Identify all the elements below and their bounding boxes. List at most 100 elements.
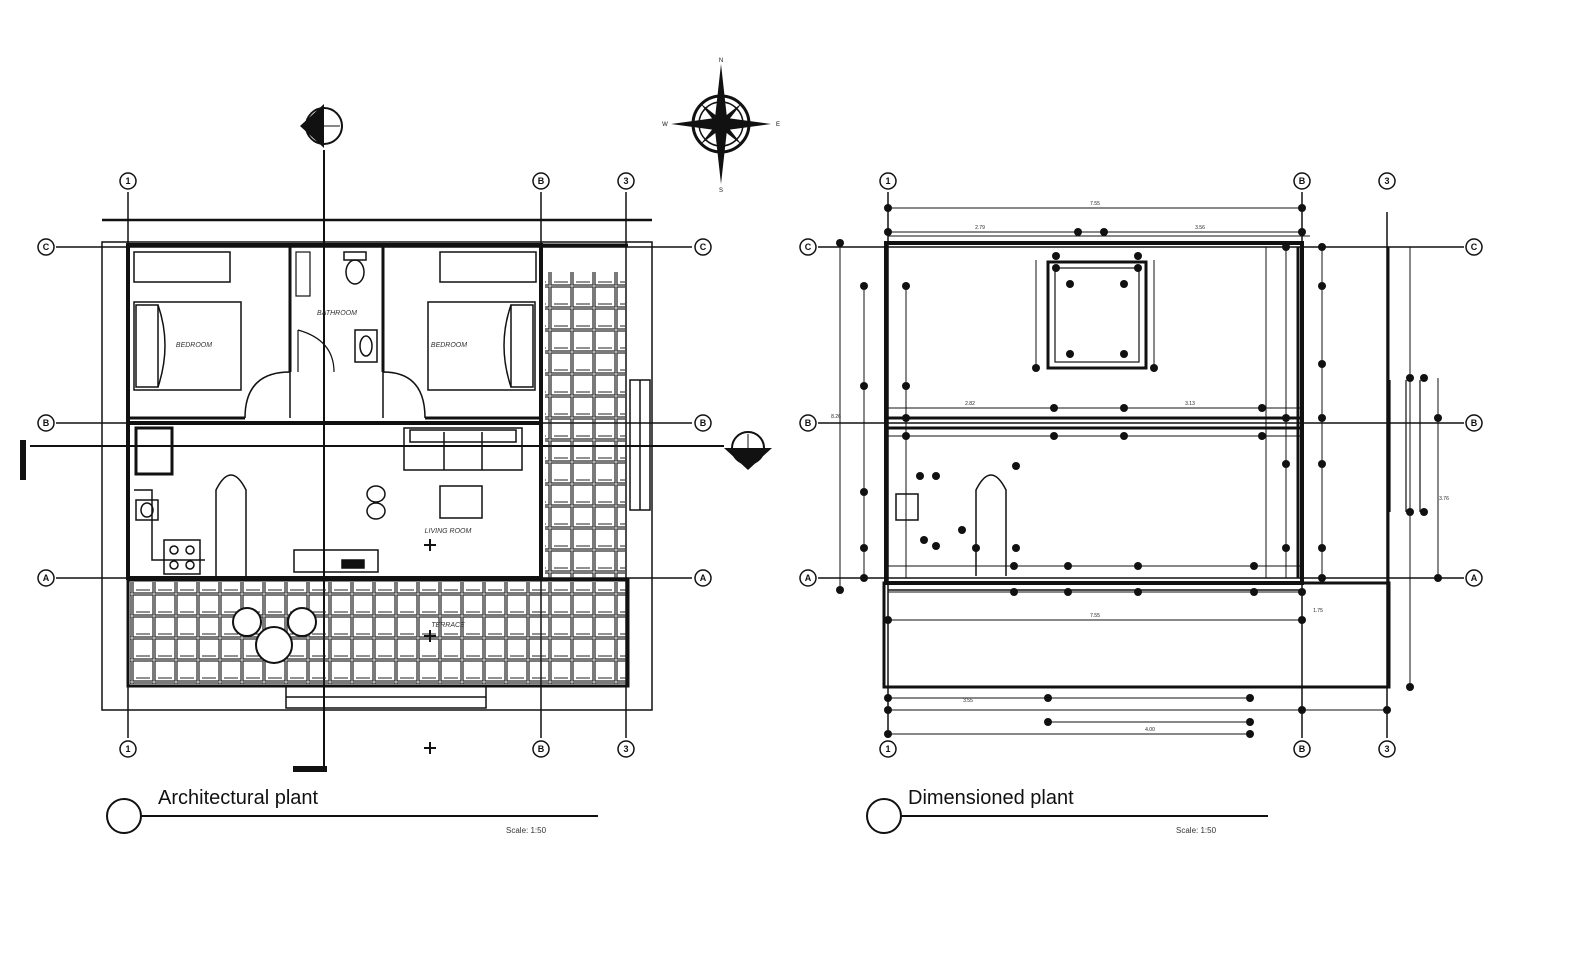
svg-text:3: 3: [623, 176, 628, 186]
dimension-lines: [839, 207, 1439, 735]
svg-text:A: A: [1471, 573, 1478, 583]
grid-bubble-row-b: B: [694, 414, 712, 432]
side-terrace-tiles: [545, 272, 625, 578]
grid-bubble-row-a: A: [1465, 569, 1483, 587]
grid-lines: [818, 192, 1464, 738]
bedroom-door-right-icon: [382, 371, 426, 419]
grid-bubble-row-c: C: [37, 238, 55, 256]
svg-text:A: A: [700, 573, 707, 583]
svg-text:3: 3: [623, 744, 628, 754]
compass-west-label: W: [662, 122, 668, 128]
grid-bubble-col-3: 3: [1378, 740, 1396, 758]
grid-bubble-row-b: B: [37, 414, 55, 432]
grid-bubble-row-c: C: [694, 238, 712, 256]
dimension-label: 3.56: [1195, 225, 1205, 231]
grid-bubble-col-3: 3: [1378, 172, 1396, 190]
grid-bubble-col-b: B: [532, 740, 550, 758]
grid-bubble-col-1: 1: [879, 172, 897, 190]
svg-text:B: B: [1299, 176, 1306, 186]
tv-unit-icon: [293, 549, 379, 573]
svg-text:1: 1: [125, 176, 130, 186]
dimension-label: 2.82: [965, 401, 975, 407]
stove-icon: [163, 539, 201, 575]
level-marker-icon: [424, 630, 436, 642]
bathroom-door-icon: [297, 329, 335, 373]
svg-text:B: B: [1471, 418, 1478, 428]
grid-bubble-col-3: 3: [617, 740, 635, 758]
dimension-label: 2.79: [975, 225, 985, 231]
svg-text:B: B: [700, 418, 707, 428]
grid-bubble-col-b: B: [532, 172, 550, 190]
sofa-icon: [403, 427, 523, 471]
grid-bubble-col-1: 1: [879, 740, 897, 758]
arch-opening: [215, 474, 247, 576]
svg-text:C: C: [700, 242, 707, 252]
coffee-table-icon: [439, 485, 483, 519]
grid-bubble-row-b: B: [799, 414, 817, 432]
grid-bubble-col-1: 1: [119, 172, 137, 190]
level-marker-icon: [424, 742, 436, 754]
armchair-icon: [366, 485, 386, 520]
walls: [882, 241, 1421, 689]
dimension-label: 4.00: [1145, 727, 1155, 733]
grid-bubble-row-c: C: [1465, 238, 1483, 256]
svg-text:B: B: [538, 176, 545, 186]
terrace-tiles: [130, 582, 626, 684]
sink-icon: [354, 329, 378, 363]
grid-bubble-col-b: B: [1293, 740, 1311, 758]
compass-east-label: E: [776, 122, 780, 128]
fridge-icon: [134, 426, 174, 476]
front-steps: [285, 685, 487, 709]
svg-text:B: B: [805, 418, 812, 428]
room-label-bedroom-left: BEDROOM: [176, 342, 212, 349]
dimension-label: 7.55: [1090, 201, 1100, 207]
dimension-label: 3.55: [963, 698, 973, 704]
grid-bubble-row-a: A: [37, 569, 55, 587]
plan-title: Architectural plant: [158, 787, 319, 809]
room-label-bathroom: BATHROOM: [317, 310, 357, 317]
dimension-ticks: [836, 204, 1442, 738]
grid-bubble-col-3: 3: [617, 172, 635, 190]
walls: [126, 243, 628, 580]
svg-text:1: 1: [885, 176, 890, 186]
bed-right-icon: [427, 251, 537, 391]
svg-text:1: 1: [885, 744, 890, 754]
shower-icon: [295, 251, 311, 297]
svg-text:B: B: [43, 418, 50, 428]
title-bubble: [866, 798, 902, 834]
section-marker-icon: [300, 104, 343, 148]
room-label-terrace: TERRACE: [431, 622, 465, 629]
grid-bubble-row-b: B: [1465, 414, 1483, 432]
architectural-plan: 1 B 3 1 B 3 C B A C B A: [20, 104, 772, 835]
dimension-label: 1.75: [1313, 608, 1323, 614]
dimension-label: 7.55: [1090, 613, 1100, 619]
room-label-living-room: LIVING ROOM: [425, 528, 472, 535]
grid-bubble-row-a: A: [694, 569, 712, 587]
section-marker-icon: [20, 440, 26, 480]
dimension-label: 8.26: [831, 414, 841, 420]
grid-bubbles: 1 B 3 1 B 3 C B A C B A: [37, 172, 712, 758]
svg-text:C: C: [43, 242, 50, 252]
svg-text:1: 1: [125, 744, 130, 754]
svg-text:3: 3: [1384, 176, 1389, 186]
toilet-icon: [343, 251, 367, 285]
compass-south-label: S: [719, 188, 723, 194]
bedroom-door-left-icon: [244, 371, 291, 419]
room-label-bedroom-right: BEDROOM: [431, 342, 467, 349]
svg-text:C: C: [805, 242, 812, 252]
level-marker-icon: [424, 539, 436, 551]
grid-bubble-col-1: 1: [119, 740, 137, 758]
dimensioned-plan: 1 B 3 1 B 3 C B A C B A: [799, 172, 1483, 835]
svg-text:B: B: [538, 744, 545, 754]
bed-left-icon: [133, 251, 242, 391]
title-bubble: [106, 798, 142, 834]
svg-text:A: A: [805, 573, 812, 583]
dimension-label: 3.76: [1439, 496, 1449, 502]
svg-text:3: 3: [1384, 744, 1389, 754]
terrace-table-icon: [232, 607, 317, 664]
section-marker-icon: [293, 766, 327, 772]
svg-text:C: C: [1471, 242, 1478, 252]
plan-scale: Scale: 1:50: [506, 826, 547, 835]
grid-bubble-col-b: B: [1293, 172, 1311, 190]
